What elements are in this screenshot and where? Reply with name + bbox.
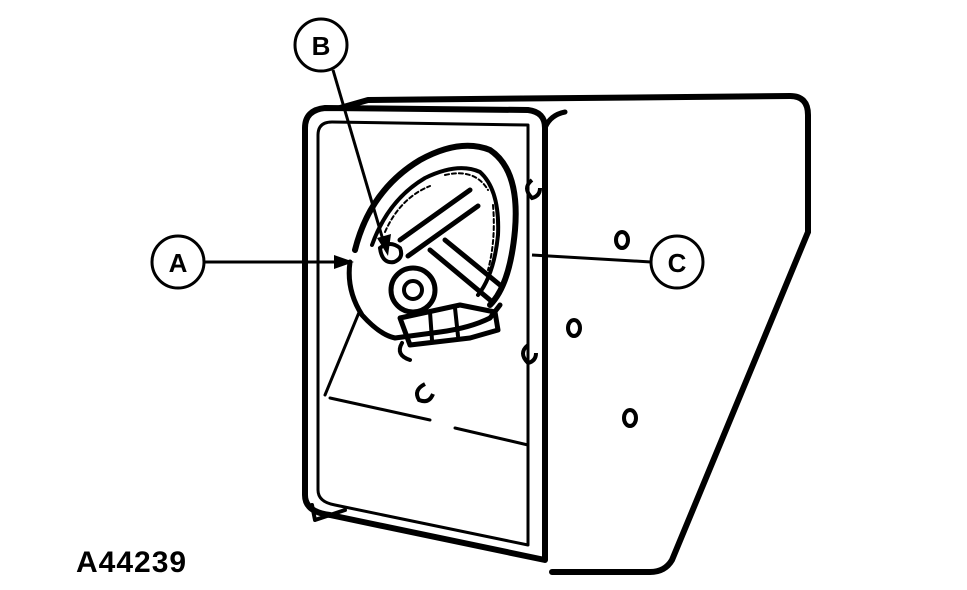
hole xyxy=(566,318,582,338)
callout-b-label: B xyxy=(312,31,331,61)
housing-slanted-side xyxy=(549,229,811,575)
callout-a-label: A xyxy=(169,248,188,278)
strap-loop-inner xyxy=(370,166,501,297)
hole xyxy=(521,343,538,366)
callout-b-circle xyxy=(293,17,349,73)
nut-hole xyxy=(402,279,424,301)
nut xyxy=(388,265,438,315)
callout-b-leader xyxy=(331,69,385,241)
figure-code: A44239 xyxy=(76,546,188,579)
back-plate xyxy=(302,105,548,563)
housing xyxy=(302,93,811,575)
hole xyxy=(622,408,638,428)
hole xyxy=(415,382,435,404)
callout-b-arrowhead xyxy=(377,234,391,256)
connector-ridge xyxy=(453,306,460,338)
hole xyxy=(525,178,542,201)
callout-b: B xyxy=(293,17,391,256)
strap-loop xyxy=(352,142,519,308)
callout-c-leader xyxy=(531,253,652,264)
inner-edge-line xyxy=(328,396,432,422)
callout-c-label: C xyxy=(668,248,687,278)
callout-a: A xyxy=(150,234,354,290)
callout-c: C xyxy=(531,234,705,290)
housing-top-edge xyxy=(337,93,811,235)
bolt xyxy=(378,242,404,265)
sensor-assembly xyxy=(346,142,519,362)
wire-lead xyxy=(397,341,412,362)
strap-hatch xyxy=(384,172,495,271)
inner-edge-dash xyxy=(453,426,530,447)
mounting-holes xyxy=(415,178,638,428)
bracket-arm xyxy=(397,187,503,303)
bottom-lip xyxy=(310,503,347,522)
clip-body xyxy=(346,259,503,341)
connector-ridge xyxy=(428,310,434,342)
callout-a-arrowhead xyxy=(334,255,354,269)
front-face-edge xyxy=(542,109,568,131)
back-plate-flange xyxy=(316,120,530,547)
connector xyxy=(397,302,501,348)
interior-slant xyxy=(323,308,362,397)
hole xyxy=(614,230,630,250)
